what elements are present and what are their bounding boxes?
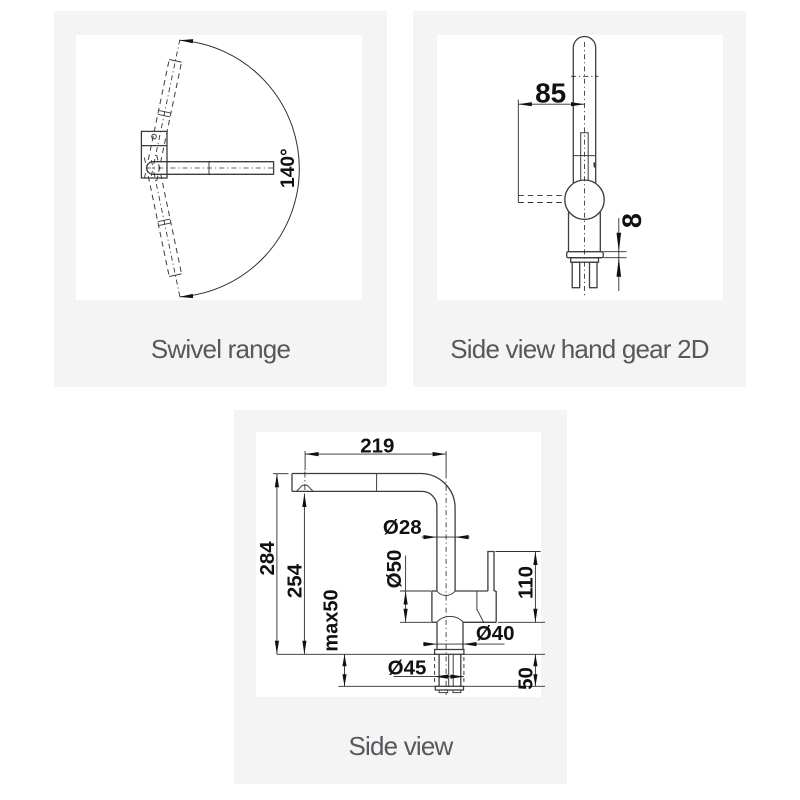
- svg-text:140°: 140°: [278, 148, 299, 188]
- svg-text:219: 219: [360, 435, 394, 458]
- svg-text:Ø50: Ø50: [383, 550, 406, 589]
- svg-text:254: 254: [284, 563, 307, 598]
- svg-text:Ø40: Ø40: [476, 622, 515, 645]
- svg-text:85: 85: [535, 77, 566, 108]
- svg-text:110: 110: [514, 566, 537, 599]
- svg-text:max50: max50: [321, 589, 343, 651]
- svg-text:8: 8: [617, 213, 647, 228]
- svg-text:50: 50: [515, 667, 538, 690]
- svg-text:Ø45: Ø45: [388, 657, 427, 680]
- svg-text:Ø28: Ø28: [383, 516, 422, 539]
- svg-text:284: 284: [256, 541, 279, 576]
